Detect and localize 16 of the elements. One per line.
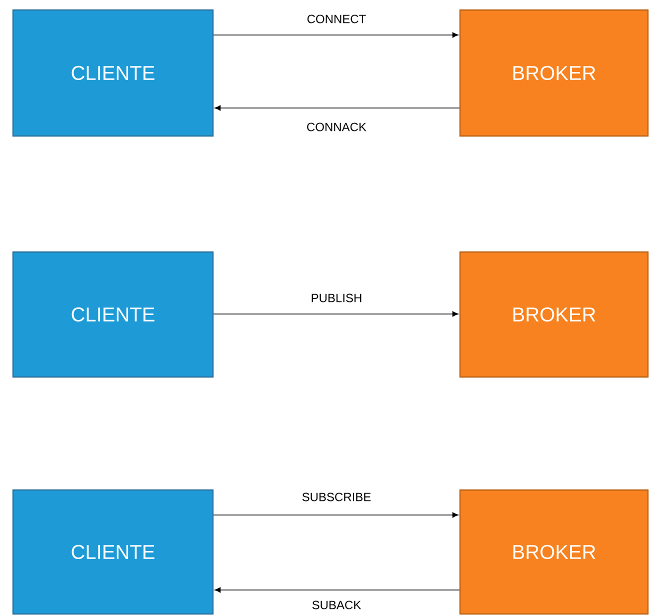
arrow [213, 512, 458, 518]
client-box: CLIENTE [12, 9, 214, 137]
edge-label: SUBSCRIBE [302, 492, 371, 502]
edge-label: CONNECT [307, 14, 366, 24]
arrow [214, 587, 460, 593]
edge-label: PUBLISH [312, 294, 362, 302]
client-box: CLIENTE [12, 489, 214, 615]
broker-box: BROKER [459, 489, 649, 615]
broker-box: BROKER [459, 251, 649, 378]
client-box: CLIENTE [12, 251, 214, 378]
edge-label: CONNACK [307, 122, 366, 132]
arrow [214, 105, 460, 111]
arrow [213, 32, 458, 38]
arrow [213, 311, 458, 317]
broker-box: BROKER [459, 9, 649, 137]
edge-label: SUBACK [312, 600, 362, 610]
